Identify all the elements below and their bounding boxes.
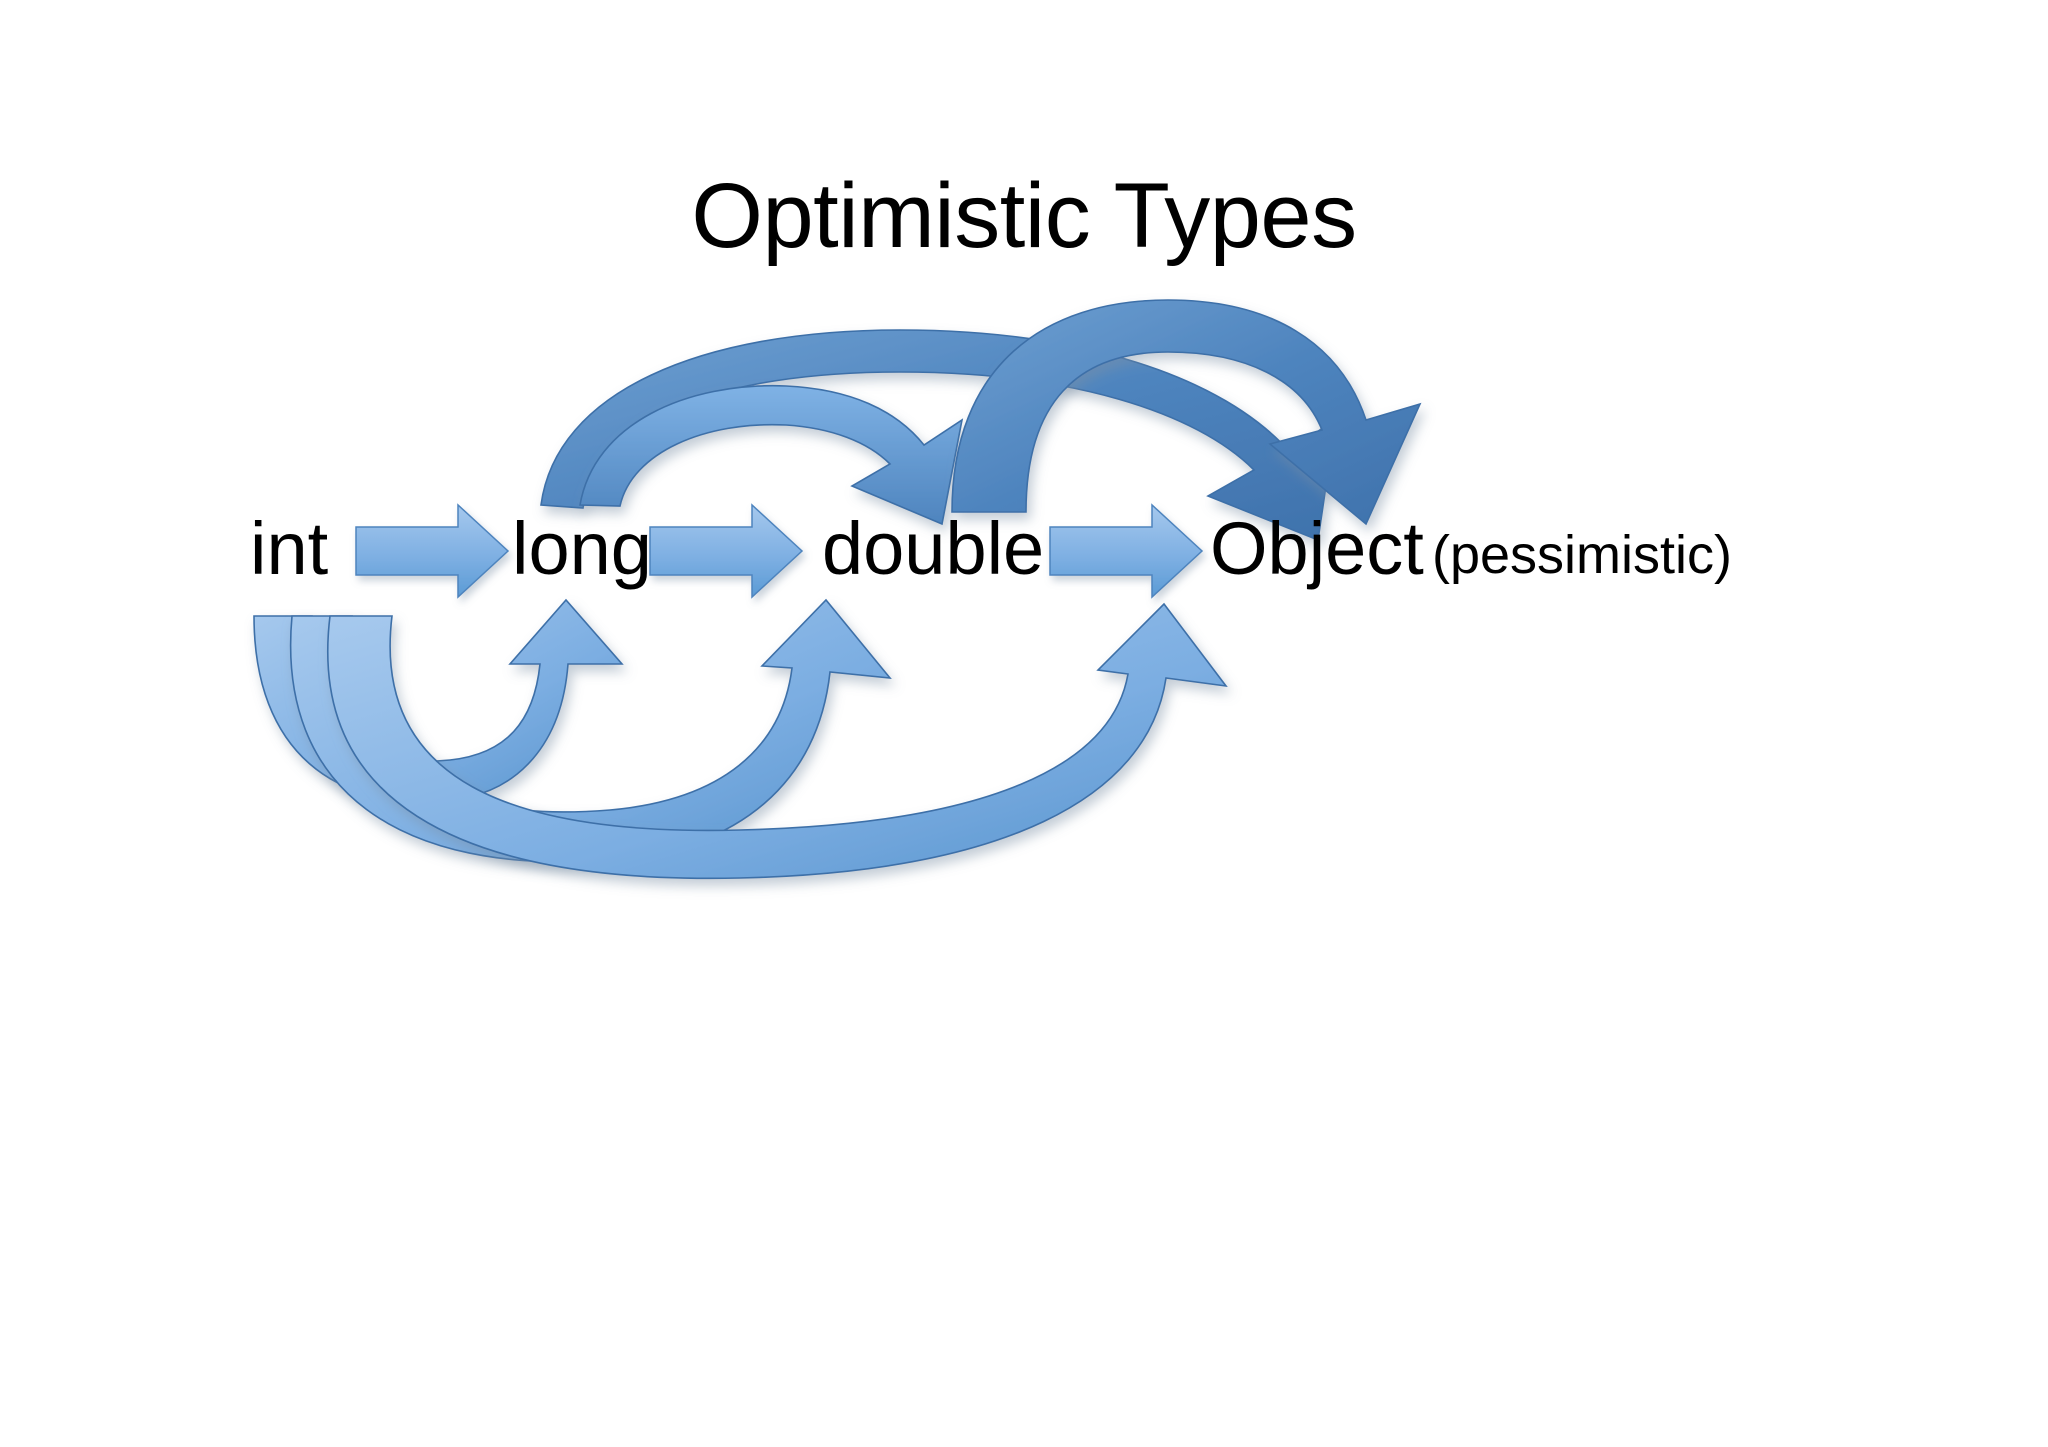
type-label-double[interactable]: double	[822, 507, 1045, 590]
curved-arrow-int-to-object[interactable]	[327, 602, 1228, 880]
straight-arrow-long-to-double[interactable]	[649, 503, 804, 599]
curved-arrow-double-to-object[interactable]	[951, 299, 1422, 526]
type-label-object[interactable]: Object	[1210, 507, 1424, 590]
type-label-int[interactable]: int	[250, 507, 329, 590]
type-label-long[interactable]: long	[512, 507, 652, 590]
pessimistic-note-label: (pessimistic)	[1432, 525, 1733, 585]
straight-arrow-int-to-long[interactable]	[355, 503, 510, 599]
page-title: Optimistic Types	[691, 165, 1357, 267]
curved-arrow-long-to-double[interactable]	[579, 384, 964, 526]
straight-arrow-double-to-object[interactable]	[1049, 503, 1204, 599]
